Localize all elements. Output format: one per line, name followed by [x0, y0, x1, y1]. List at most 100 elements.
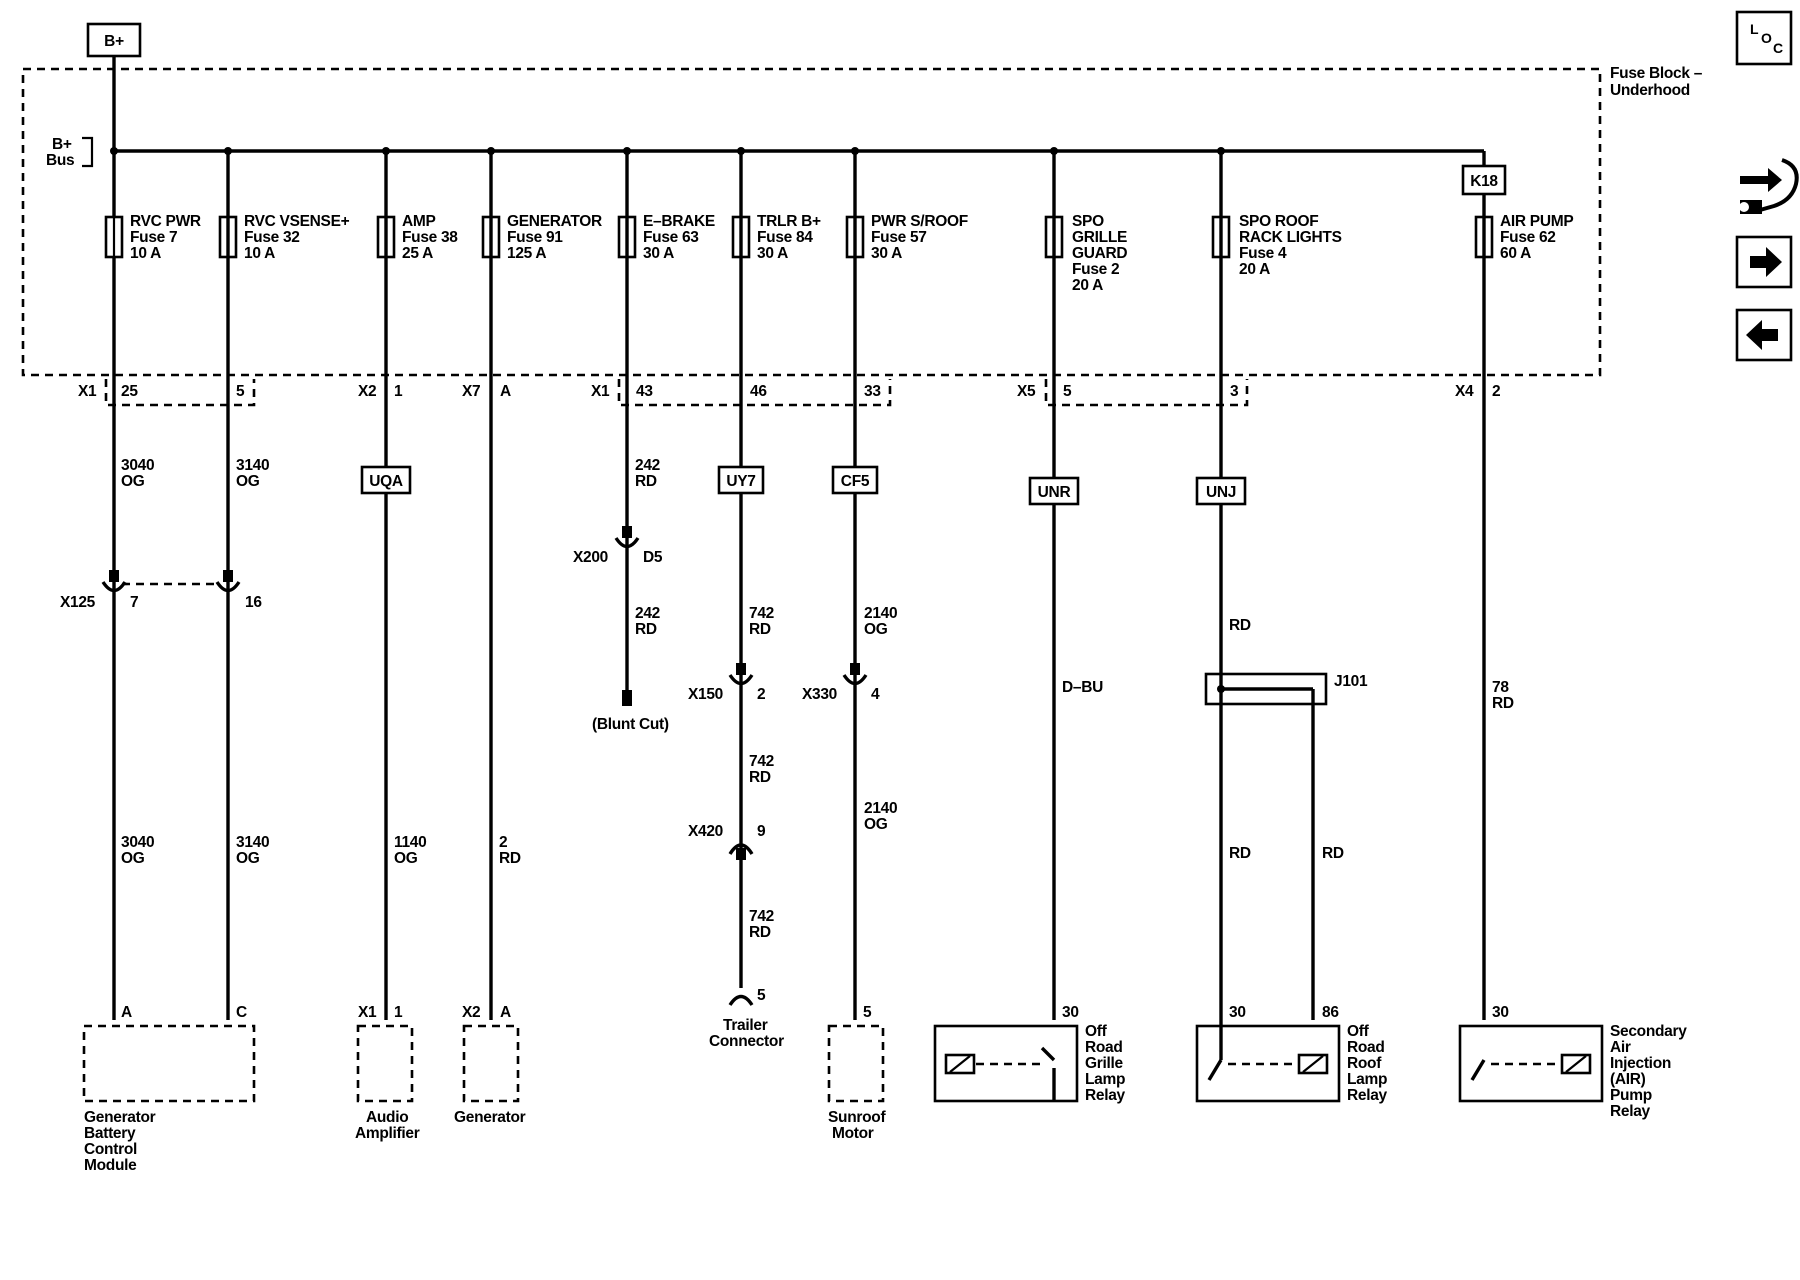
- svg-text:Sunroof: Sunroof: [828, 1109, 886, 1126]
- loc-button[interactable]: L O C: [1735, 10, 1793, 66]
- svg-text:Secondary: Secondary: [1610, 1023, 1687, 1040]
- wire-labels: 3040 OG 3140 OG 242 RD 242 RD 742 RD 742…: [121, 457, 1514, 941]
- svg-text:Lamp: Lamp: [1347, 1071, 1387, 1088]
- fuse-generator: GENERATOR Fuse 91 125 A: [481, 213, 602, 262]
- svg-text:X4: X4: [1455, 383, 1474, 400]
- generator: X2 A Generator: [454, 1004, 526, 1126]
- svg-text:Control: Control: [84, 1141, 137, 1158]
- svg-text:242: 242: [635, 605, 660, 622]
- prev-arrow-button[interactable]: [1735, 308, 1793, 362]
- svg-text:UNJ: UNJ: [1206, 484, 1236, 501]
- svg-text:5: 5: [236, 383, 245, 400]
- svg-text:Off: Off: [1085, 1023, 1108, 1040]
- svg-text:Generator: Generator: [84, 1109, 156, 1126]
- svg-text:A: A: [500, 1004, 511, 1021]
- svg-text:X420: X420: [688, 823, 723, 840]
- svg-text:(AIR): (AIR): [1610, 1071, 1646, 1088]
- svg-text:Grille: Grille: [1085, 1055, 1124, 1072]
- inline-x200: X200 D5: [573, 526, 663, 566]
- fuse-spo-grille: SPO GRILLE GUARD Fuse 2 20 A: [1044, 213, 1128, 294]
- service-tool-icon[interactable]: [1739, 158, 1799, 214]
- fuse-e-brake: E–BRAKE Fuse 63 30 A: [617, 213, 715, 262]
- inline-x150: X150 2: [688, 663, 766, 703]
- svg-text:10 A: 10 A: [244, 245, 275, 262]
- svg-text:Fuse 62: Fuse 62: [1500, 229, 1556, 246]
- svg-text:RD: RD: [749, 924, 771, 941]
- svg-text:X330: X330: [802, 686, 837, 703]
- tag-uy7: UY7: [717, 465, 765, 495]
- svg-text:OG: OG: [236, 473, 260, 490]
- svg-text:PWR S/ROOF: PWR S/ROOF: [871, 213, 968, 230]
- svg-text:Off: Off: [1347, 1023, 1370, 1040]
- svg-text:SPO ROOF: SPO ROOF: [1239, 213, 1318, 230]
- svg-text:4: 4: [871, 686, 880, 703]
- svg-text:25 A: 25 A: [402, 245, 433, 262]
- svg-text:Motor: Motor: [832, 1125, 874, 1142]
- tag-uqa: UQA: [360, 465, 412, 495]
- generator-battery-control-module: A C Generator Battery Control Module: [82, 1004, 256, 1174]
- tag-cf5: CF5: [831, 465, 879, 495]
- svg-text:Relay: Relay: [1085, 1087, 1126, 1104]
- svg-text:Relay: Relay: [1610, 1103, 1651, 1120]
- svg-text:OG: OG: [864, 816, 888, 833]
- svg-text:RD: RD: [749, 621, 771, 638]
- svg-text:Fuse 2: Fuse 2: [1072, 261, 1119, 278]
- fuse-block-label-1: Fuse Block –: [1610, 65, 1703, 82]
- svg-text:2: 2: [757, 686, 765, 703]
- svg-text:Road: Road: [1085, 1039, 1123, 1056]
- svg-text:D5: D5: [643, 549, 663, 566]
- svg-text:SPO: SPO: [1072, 213, 1104, 230]
- svg-text:GRILLE: GRILLE: [1072, 229, 1127, 246]
- svg-text:RD: RD: [1322, 845, 1344, 862]
- svg-text:Audio: Audio: [366, 1109, 408, 1126]
- svg-text:242: 242: [635, 457, 660, 474]
- svg-text:33: 33: [864, 383, 881, 400]
- svg-text:Roof: Roof: [1347, 1055, 1382, 1072]
- loc-letter-o: O: [1761, 30, 1772, 46]
- svg-text:Battery: Battery: [84, 1125, 136, 1142]
- svg-text:AMP: AMP: [402, 213, 436, 230]
- svg-text:OG: OG: [864, 621, 888, 638]
- svg-text:RD: RD: [635, 621, 657, 638]
- svg-text:3140: 3140: [236, 834, 269, 851]
- tag-unj: UNJ: [1195, 476, 1247, 506]
- blunt-cut-mark: [622, 690, 632, 706]
- svg-text:Air: Air: [1610, 1039, 1631, 1056]
- svg-text:125 A: 125 A: [507, 245, 546, 262]
- svg-text:C: C: [236, 1004, 247, 1021]
- svg-text:2: 2: [499, 834, 507, 851]
- svg-text:Fuse 57: Fuse 57: [871, 229, 927, 246]
- svg-text:5: 5: [863, 1004, 872, 1021]
- secondary-air-pump-relay: 30 Secondary Air Injection (AIR) Pump Re…: [1458, 1004, 1688, 1120]
- svg-text:UNR: UNR: [1038, 484, 1071, 501]
- bplus-label: B+: [104, 33, 124, 50]
- tag-unr: UNR: [1028, 476, 1080, 506]
- connector-x2: X2 1: [358, 383, 403, 400]
- svg-text:RVC VSENSE+: RVC VSENSE+: [244, 213, 350, 230]
- svg-text:UQA: UQA: [369, 473, 403, 490]
- svg-text:X1: X1: [591, 383, 610, 400]
- svg-text:25: 25: [121, 383, 138, 400]
- off-road-roof-lamp-relay: 30 86 Off Road Roof Lamp Relay: [1195, 1004, 1388, 1104]
- svg-text:OG: OG: [236, 850, 260, 867]
- svg-text:46: 46: [750, 383, 767, 400]
- next-arrow-button[interactable]: [1735, 235, 1793, 289]
- svg-text:Relay: Relay: [1347, 1087, 1388, 1104]
- bus-bracket: [82, 136, 94, 168]
- connector-x7: X7 A: [462, 383, 511, 400]
- svg-text:RVC PWR: RVC PWR: [130, 213, 201, 230]
- svg-text:Connector: Connector: [709, 1033, 784, 1050]
- svg-text:X5: X5: [1017, 383, 1036, 400]
- fuse-spo-roof: SPO ROOF RACK LIGHTS Fuse 4 20 A: [1211, 213, 1342, 278]
- svg-text:Generator: Generator: [454, 1109, 526, 1126]
- audio-amplifier: X1 1 Audio Amplifier: [355, 1004, 420, 1142]
- trailer-connector-terminal: 5 Trailer Connector: [709, 987, 784, 1050]
- svg-text:A: A: [121, 1004, 132, 1021]
- svg-text:OG: OG: [394, 850, 418, 867]
- svg-text:Fuse 38: Fuse 38: [402, 229, 458, 246]
- connector-x1-b: X1 43 46 33: [591, 379, 892, 407]
- svg-text:Trailer: Trailer: [723, 1017, 768, 1034]
- svg-text:J101: J101: [1334, 673, 1368, 690]
- fuse-rvc-pwr: RVC PWR Fuse 7 10 A: [104, 213, 201, 262]
- svg-text:RD: RD: [1492, 695, 1514, 712]
